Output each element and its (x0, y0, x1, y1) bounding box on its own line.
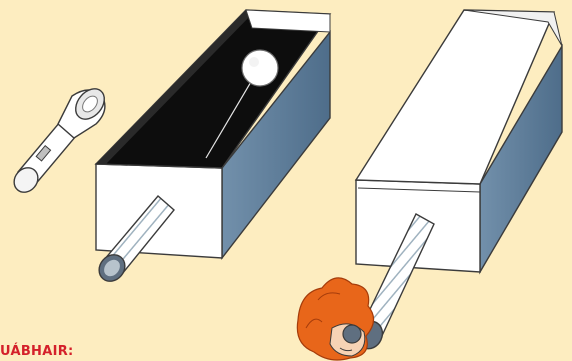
caption-label: UÁBHAIR: (0, 344, 74, 359)
closed-box-icon (356, 10, 562, 272)
flashlight-icon (9, 83, 110, 197)
open-box-icon (96, 10, 330, 258)
child-eye-icon (297, 278, 373, 360)
